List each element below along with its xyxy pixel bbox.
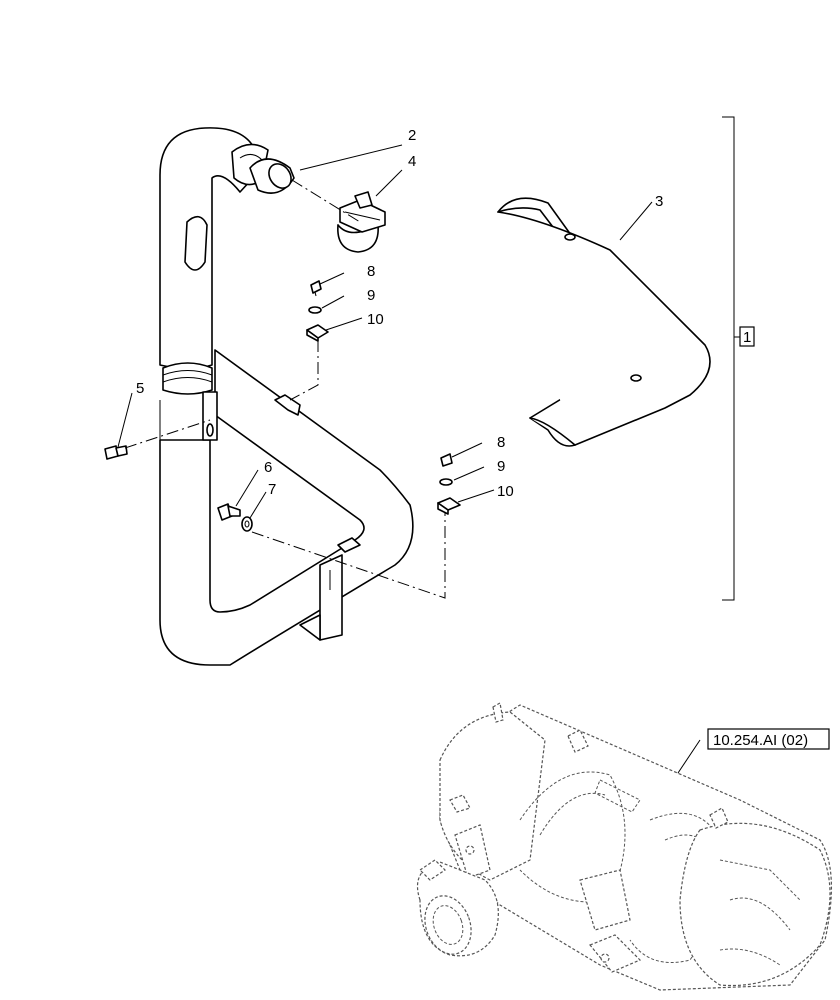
callout-6: 6 xyxy=(264,459,272,476)
band-clamp xyxy=(337,191,386,253)
bolt-6 xyxy=(217,503,241,521)
group-bracket xyxy=(722,116,755,601)
callout-7: 7 xyxy=(268,481,276,498)
reference-label: 10.254.AI (02) xyxy=(707,728,830,750)
callout-5: 5 xyxy=(136,380,144,397)
callout-3: 3 xyxy=(655,193,663,210)
callout-8a: 8 xyxy=(367,263,375,280)
callout-10a: 10 xyxy=(367,311,384,328)
reference-assembly xyxy=(416,702,833,991)
fastener-group-a xyxy=(306,280,329,342)
callout-10b: 10 xyxy=(497,483,514,500)
exhaust-pipe xyxy=(159,127,414,666)
callout-9b: 9 xyxy=(497,458,505,475)
callout-8b: 8 xyxy=(497,434,505,451)
callout-4: 4 xyxy=(408,153,416,170)
bolt-5 xyxy=(104,445,128,460)
callout-9a: 9 xyxy=(367,287,375,304)
fastener-group-b xyxy=(437,453,461,515)
reference-label-text: 10.254.AI (02) xyxy=(713,732,808,749)
assembly-lines xyxy=(124,179,446,599)
washer-7 xyxy=(241,516,253,532)
heat-shield xyxy=(497,197,711,447)
callout-1: 1 xyxy=(743,329,751,346)
callout-labels: 1 2 4 3 5 6 7 8 9 10 8 9 10 xyxy=(136,127,751,500)
callout-2: 2 xyxy=(408,127,416,144)
